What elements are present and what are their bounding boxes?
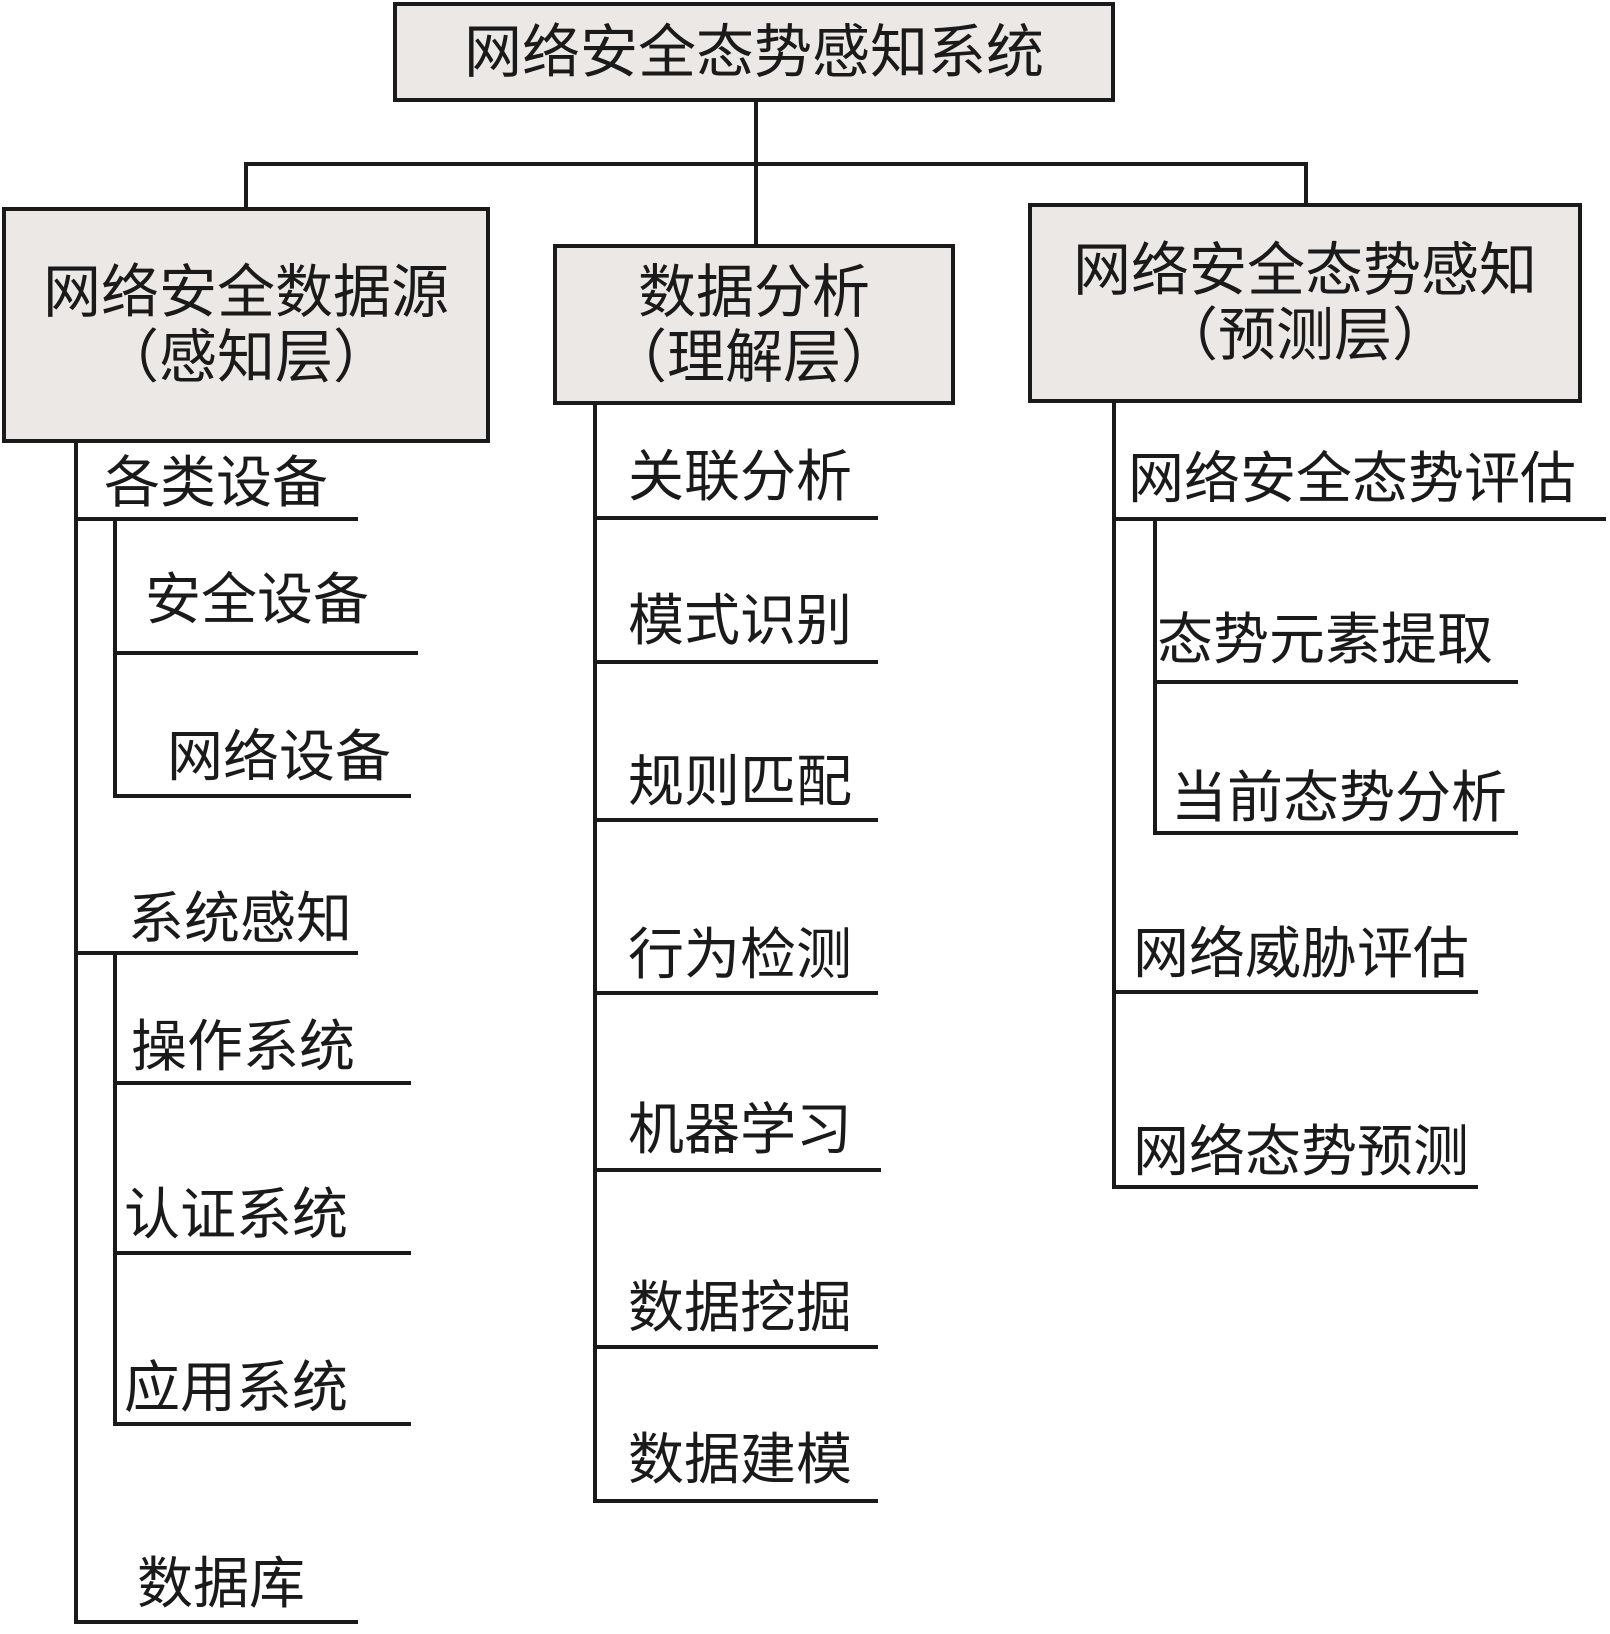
connector [113, 1251, 411, 1255]
group-label: 网络安全态势评估 [1128, 447, 1576, 512]
connector [113, 1081, 411, 1085]
section-subtitle: （感知层） [100, 323, 391, 391]
root-node: 网络安全态势感知系统 [393, 2, 1115, 102]
connector [593, 818, 878, 822]
section-subtitle: （预测层） [1159, 301, 1450, 369]
section-title: 网络安全态势感知 [1072, 236, 1537, 305]
connector [74, 1620, 358, 1624]
connector [1153, 519, 1157, 835]
connector [74, 951, 358, 955]
connector [113, 1422, 411, 1426]
item-label: 机器学习 [628, 1098, 852, 1163]
section-perception-layer: 网络安全数据源 （感知层） [2, 207, 490, 443]
connector [1112, 401, 1116, 1187]
connector [1112, 517, 1606, 521]
connector [754, 162, 758, 246]
item-label: 当前态势分析 [1171, 766, 1507, 831]
section-understanding-layer: 数据分析 （理解层） [553, 244, 955, 405]
connector [593, 1168, 881, 1172]
connector [593, 660, 878, 664]
item-label: 关联分析 [628, 445, 852, 510]
connector [1112, 1185, 1478, 1189]
connector [113, 953, 117, 1426]
item-label: 认证系统 [124, 1183, 348, 1248]
item-label: 操作系统 [131, 1015, 355, 1080]
section-prediction-layer: 网络安全态势感知 （预测层） [1028, 203, 1582, 403]
connector [1153, 831, 1518, 835]
group-label: 网络态势预测 [1133, 1120, 1469, 1185]
item-label: 态势元素提取 [1157, 608, 1493, 673]
connector [593, 1499, 878, 1503]
connector [74, 517, 358, 521]
connector [593, 1345, 878, 1349]
item-label: 数据挖掘 [628, 1276, 852, 1341]
connector [74, 441, 78, 1624]
connector [244, 162, 248, 208]
section-title: 网络安全数据源 [42, 258, 449, 327]
root-title: 网络安全态势感知系统 [463, 17, 1044, 86]
item-label: 数据建模 [628, 1428, 852, 1493]
group-label: 系统感知 [128, 887, 352, 952]
item-label: 安全设备 [145, 568, 369, 633]
item-label: 行为检测 [628, 923, 852, 988]
connector [113, 651, 418, 655]
item-label: 应用系统 [124, 1356, 348, 1421]
item-label: 网络设备 [167, 725, 391, 790]
connector [593, 403, 597, 1501]
section-title: 数据分析 [637, 257, 870, 326]
group-label: 网络威胁评估 [1133, 922, 1469, 987]
connector [1304, 162, 1308, 204]
connector [113, 519, 117, 798]
connector [244, 162, 1308, 166]
connector [593, 516, 878, 520]
connector [754, 100, 758, 164]
item-label: 规则匹配 [628, 750, 852, 815]
item-label: 模式识别 [628, 589, 852, 654]
connector [113, 794, 411, 798]
connector [593, 991, 878, 995]
section-subtitle: （理解层） [608, 322, 899, 391]
group-label: 数据库 [137, 1552, 305, 1617]
connector [1153, 680, 1518, 684]
group-label: 各类设备 [104, 451, 328, 516]
connector [1112, 990, 1478, 994]
